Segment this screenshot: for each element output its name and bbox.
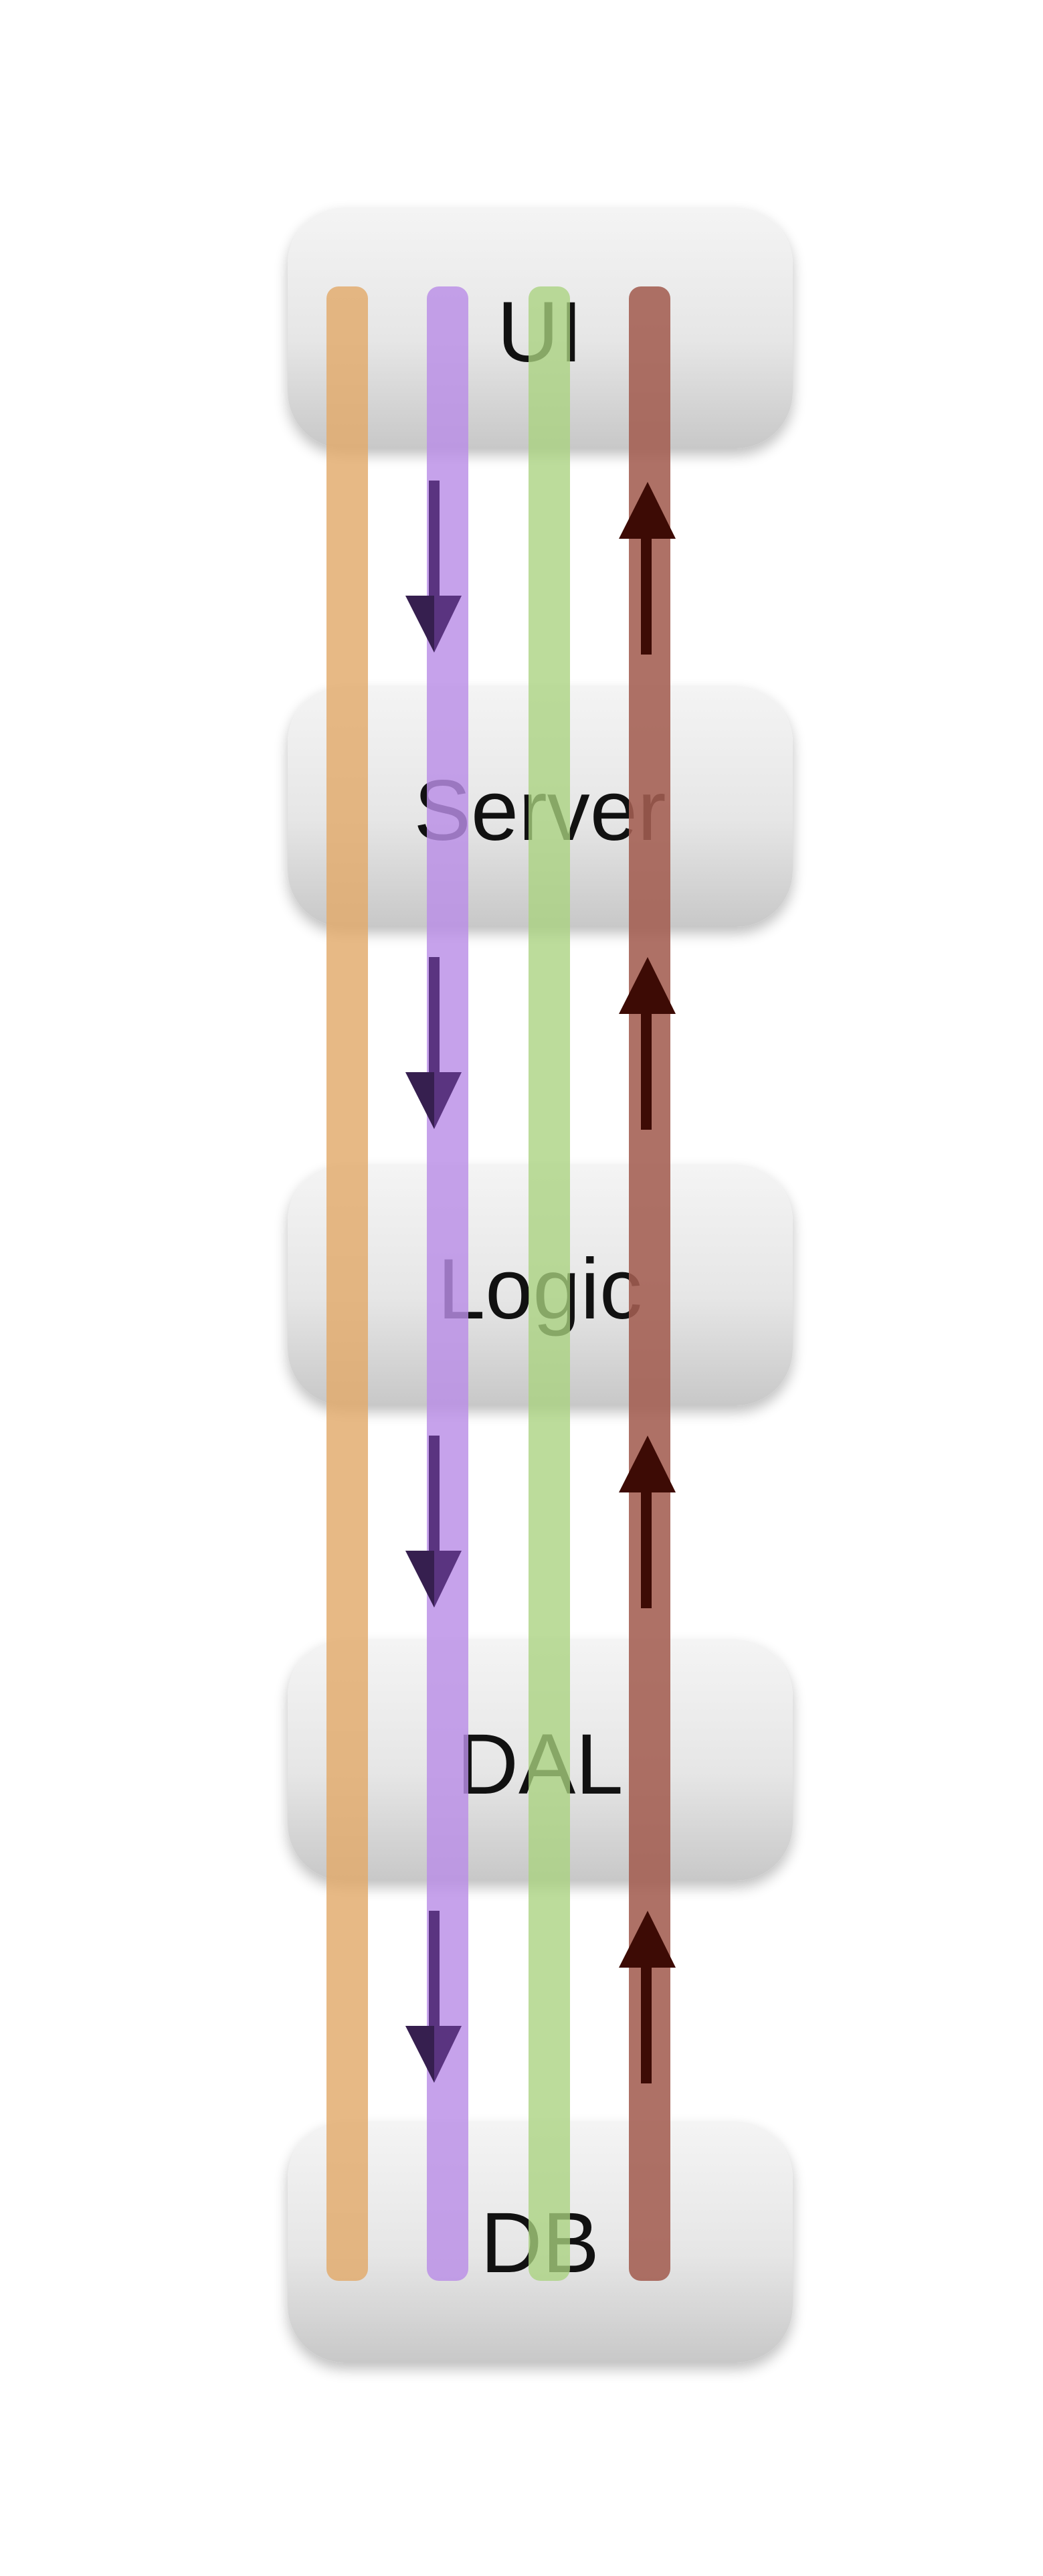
flow-bars bbox=[326, 286, 670, 2281]
down-arrow-icon bbox=[405, 481, 462, 653]
bar-purple bbox=[427, 286, 468, 2281]
up-arrow-icon bbox=[619, 957, 676, 1130]
down-arrow-icon bbox=[405, 1436, 462, 1608]
bar-orange bbox=[326, 286, 368, 2281]
down-arrow-icon bbox=[405, 1911, 462, 2083]
bar-brown bbox=[629, 286, 670, 2281]
bar-green bbox=[529, 286, 570, 2281]
up-arrow-icon bbox=[619, 1911, 676, 2083]
down-arrow-icon bbox=[405, 957, 462, 1129]
up-arrow-icon bbox=[619, 482, 676, 655]
up-arrow-icon bbox=[619, 1436, 676, 1608]
up-arrows bbox=[619, 482, 676, 2083]
down-arrows bbox=[405, 481, 462, 2083]
